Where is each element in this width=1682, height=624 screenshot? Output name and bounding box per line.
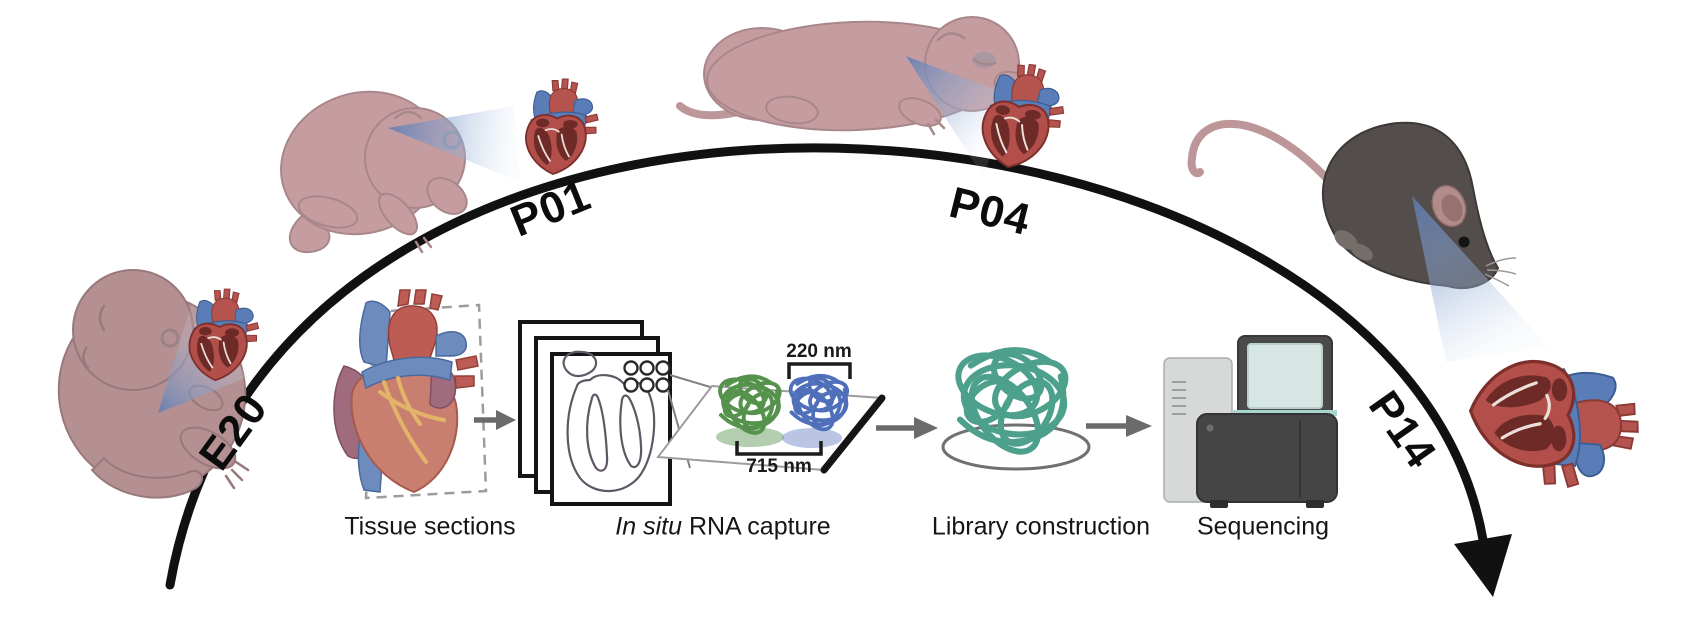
step-label-sequencing: Sequencing (1196, 512, 1330, 541)
step-label-rna-capture-rest: RNA capture (682, 512, 831, 541)
step-label-rna-capture-italic: In situ (615, 512, 683, 541)
flow-arrow-3-icon (1086, 415, 1152, 437)
spot-diameter-bracket (787, 362, 852, 379)
tissue-sections-illustration (333, 289, 488, 500)
spot-pitch-label: 715 nm (746, 456, 812, 477)
step-label-rna-capture: In situ RNA capture (615, 513, 830, 542)
heart-icon-e20 (188, 288, 260, 382)
capture-spot (623, 360, 639, 376)
zoom-cone-p01-icon (388, 106, 520, 182)
capture-spot (623, 377, 639, 393)
heart-icon-p14 (1467, 356, 1642, 492)
zoom-cone-p04-icon (906, 56, 1006, 178)
library-construction-illustration (941, 344, 1091, 471)
capture-spot (639, 377, 655, 393)
step-label-library-construction: Library construction (931, 512, 1151, 541)
zoom-cone-p14-icon (1412, 196, 1548, 362)
rna-capture-chip-illustration (656, 362, 886, 474)
spot-pitch-bracket (735, 441, 823, 456)
capture-spot (655, 360, 671, 376)
flow-arrow-2-icon (876, 417, 938, 439)
pup-p04-illustration (676, 16, 1035, 136)
slide-stack-illustration (518, 320, 728, 506)
arc-arrowhead-icon (1454, 534, 1512, 597)
sequencer-screen (1247, 343, 1323, 409)
flow-arrow-1-icon (474, 410, 516, 430)
step-label-tissue-sections: Tissue sections (344, 512, 516, 541)
capture-spot (639, 360, 655, 376)
heart-icon-p01 (525, 78, 600, 175)
spot-diameter-label: 220 nm (786, 341, 852, 362)
timeline-arc (165, 143, 1512, 597)
sequencer-illustration (1163, 335, 1338, 508)
capture-spot (655, 377, 671, 393)
section-plane (364, 303, 488, 500)
